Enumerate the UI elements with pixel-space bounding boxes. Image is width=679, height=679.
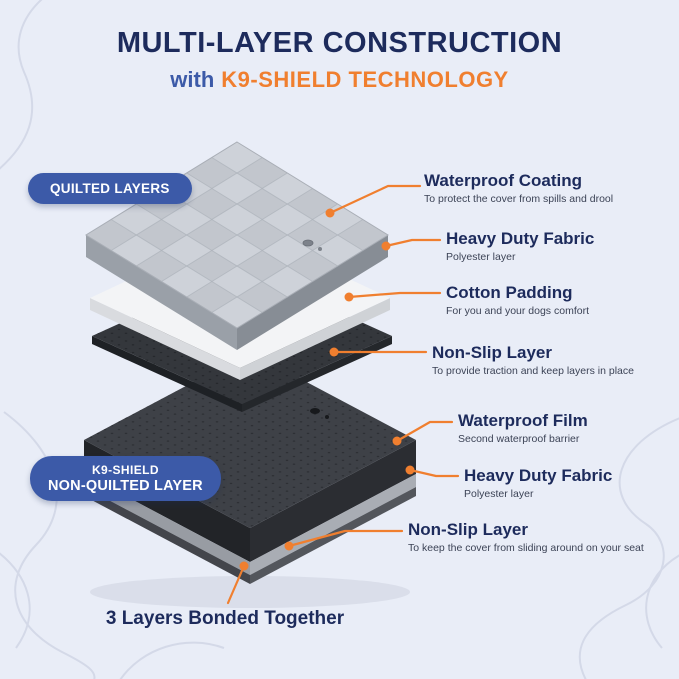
- callout-title: Heavy Duty Fabric: [464, 466, 613, 485]
- cotton-left-side: [90, 298, 240, 380]
- page-title: MULTI-LAYER CONSTRUCTION: [116, 27, 563, 59]
- callout-desc: To protect the cover from spills and dro…: [424, 193, 614, 205]
- k9-shield-nonquilted-badge: K9-SHIELD NON-QUILTED LAYER: [30, 456, 221, 501]
- stack-nonslip-right-side: [250, 474, 416, 575]
- callout-cotton-padding: Cotton Padding For you and your dogs com…: [446, 283, 589, 318]
- callout-nonslip-top: Non-Slip Layer To provide traction and k…: [432, 343, 634, 378]
- k9-shield-badge-line2: NON-QUILTED LAYER: [48, 478, 203, 494]
- stack-shadow: [90, 576, 410, 608]
- quilted-layers-badge: QUILTED LAYERS: [28, 173, 192, 204]
- quilted-snap-detail: [302, 239, 314, 247]
- connector-waterproof-film: [395, 420, 454, 443]
- connector-cotton-padding: [347, 291, 442, 299]
- k9-shield-badge-line1: K9-SHIELD: [91, 463, 159, 477]
- callout-title: Cotton Padding: [446, 283, 573, 302]
- subtitle-prefix: with: [170, 67, 215, 92]
- quilted-snap-detail-small: [318, 247, 322, 251]
- callout-desc: To keep the cover from sliding around on…: [408, 542, 644, 554]
- stack-fabric-right-side: [250, 440, 416, 562]
- callout-desc: To provide traction and keep layers in p…: [432, 365, 634, 377]
- connector-heavy-duty-fabric-bottom: [408, 468, 460, 478]
- stack-base-right-side: [250, 487, 416, 584]
- connector-dot: [329, 347, 339, 357]
- callout-desc: Polyester layer: [446, 251, 516, 263]
- connector-nonslip-bottom: [287, 529, 404, 548]
- connector-dot: [405, 465, 415, 475]
- nonslip-right-side: [242, 336, 392, 412]
- stack-base-left-side: [84, 487, 250, 584]
- callout-title: Waterproof Coating: [424, 171, 583, 190]
- connector-waterproof-coating: [328, 184, 422, 215]
- callout-heavy-duty-fabric-bottom: Heavy Duty Fabric Polyester layer: [464, 466, 612, 501]
- stack-snap-detail-small: [325, 415, 329, 419]
- callout-title: Non-Slip Layer: [432, 343, 552, 362]
- callout-title: Waterproof Film: [458, 411, 588, 430]
- quilted-right-side: [237, 235, 388, 350]
- connector-dot: [344, 292, 354, 302]
- callout-title: Heavy Duty Fabric: [446, 229, 595, 248]
- nonslip-left-side: [92, 336, 242, 412]
- stack-snap-detail: [310, 408, 320, 414]
- connector-dot: [284, 541, 294, 551]
- callout-title: Non-Slip Layer: [408, 520, 528, 539]
- connector-bonded-layers: [226, 564, 246, 605]
- connector-dot: [381, 241, 391, 251]
- connector-heavy-duty-fabric-top: [384, 238, 442, 248]
- callout-desc: For you and your dogs comfort: [446, 305, 589, 317]
- callout-desc: Polyester layer: [464, 488, 534, 500]
- connector-dot: [239, 561, 249, 571]
- callout-nonslip-bottom: Non-Slip Layer To keep the cover from sl…: [408, 520, 644, 555]
- callout-waterproof-film: Waterproof Film Second waterproof barrie…: [458, 411, 588, 446]
- connector-lines: [226, 184, 460, 605]
- quilted-layer-group: [85, 141, 389, 350]
- bonded-layers-label: 3 Layers Bonded Together: [105, 608, 345, 629]
- callout-waterproof-coating: Waterproof Coating To protect the cover …: [424, 171, 613, 206]
- quilted-left-side: [86, 235, 237, 350]
- quilt-grid-lines: [110, 157, 364, 313]
- subtitle-brand: K9-SHIELD TECHNOLOGY: [221, 67, 509, 92]
- cotton-right-side: [240, 298, 390, 380]
- callout-desc: Second waterproof barrier: [458, 433, 580, 445]
- connector-dot: [325, 208, 335, 218]
- connector-dot: [392, 436, 402, 446]
- callout-heavy-duty-fabric-top: Heavy Duty Fabric Polyester layer: [446, 229, 594, 264]
